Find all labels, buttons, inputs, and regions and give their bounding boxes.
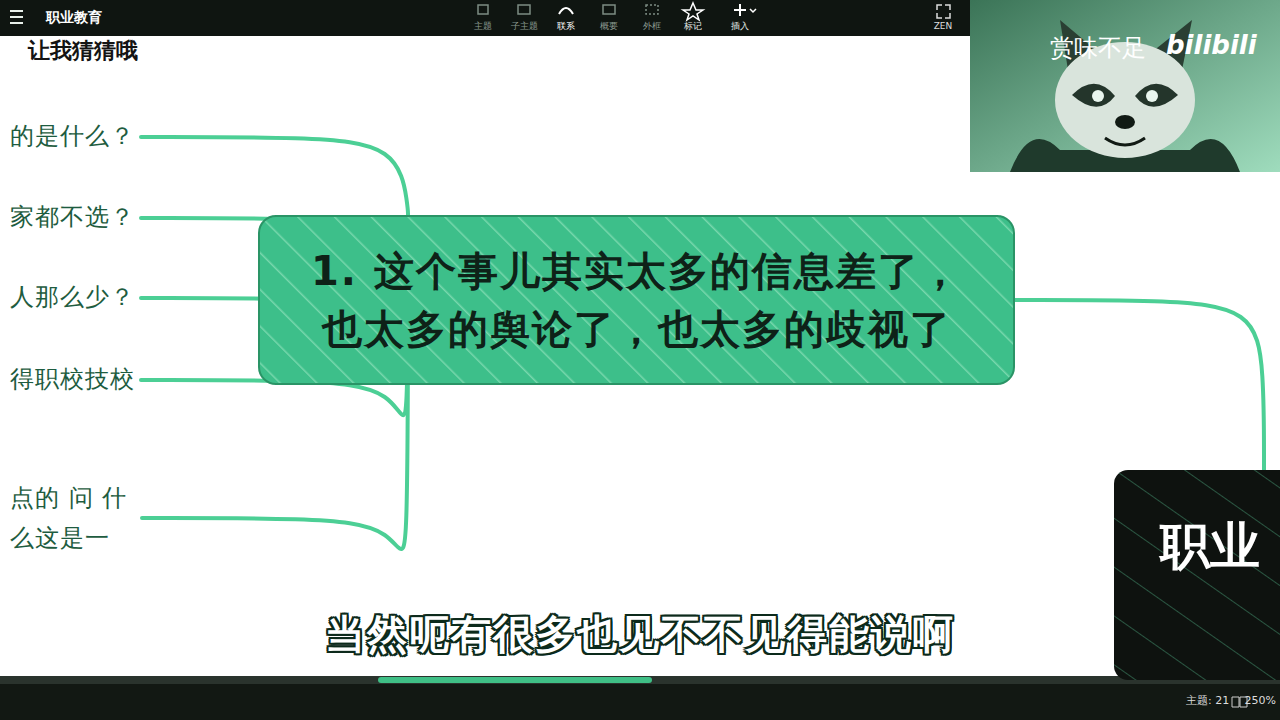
subtopic: 得职校技校 — [4, 362, 141, 397]
hatch-fill — [260, 217, 1013, 383]
toolbar-label: 插入 — [731, 21, 749, 32]
parent-topic-text: 让我猜猜哦 — [28, 38, 138, 64]
toolbar-label: 外框 — [643, 21, 661, 32]
topic-text: 得职校技校 — [10, 364, 135, 395]
topic-text: 职业 — [1160, 516, 1280, 576]
toolbar-label: 主题 — [474, 21, 492, 32]
bottom-bar — [0, 676, 1280, 720]
subtopic: 家都不选？ — [4, 200, 141, 235]
watermark: bilibili — [1166, 30, 1257, 61]
scroll-track — [0, 676, 1280, 684]
subtopic: 人那么少？ — [4, 280, 141, 315]
topic-text: 1. 这个事儿其实太多的信息差了， 也太多的舆论了，也太多的歧视了 — [288, 242, 985, 358]
toolbar-label: 联系 — [557, 21, 575, 32]
root-topic: 职业 — [1114, 470, 1280, 680]
toolbar-icons — [478, 3, 950, 20]
streamer-name: 赏味不足 — [1050, 34, 1146, 63]
subtopic: 点的 问 什么这是一 — [4, 476, 142, 560]
zoom-level: 250% — [1245, 694, 1276, 707]
scroll-thumb — [378, 677, 652, 683]
toolbar-label: 标记 — [684, 21, 702, 32]
central-topic: 1. 这个事儿其实太多的信息差了， 也太多的舆论了，也太多的歧视了 — [258, 215, 1015, 385]
topic-text: 人那么少？ — [10, 282, 135, 313]
status-text: 主题: 21 — [1186, 694, 1229, 707]
topic-text: 的是什么？ — [10, 121, 135, 152]
subtopic: 的是什么？ — [4, 119, 141, 154]
toolbar-label: 概要 — [600, 21, 618, 32]
branch-line — [141, 137, 408, 215]
menu-icon — [10, 11, 23, 23]
document-title: 职业教育 — [46, 9, 102, 26]
topic-text: 家都不选？ — [10, 202, 135, 233]
branch-line — [1015, 300, 1264, 470]
topic-text: 点的 问 什么这是一 — [10, 478, 136, 558]
webcam-overlay — [970, 0, 1280, 172]
toolbar-label: ZEN — [934, 21, 953, 32]
subtitle: 当然呃有很多也见不不见得能说啊 — [325, 610, 955, 658]
toolbar-label: 子主题 — [511, 21, 538, 32]
